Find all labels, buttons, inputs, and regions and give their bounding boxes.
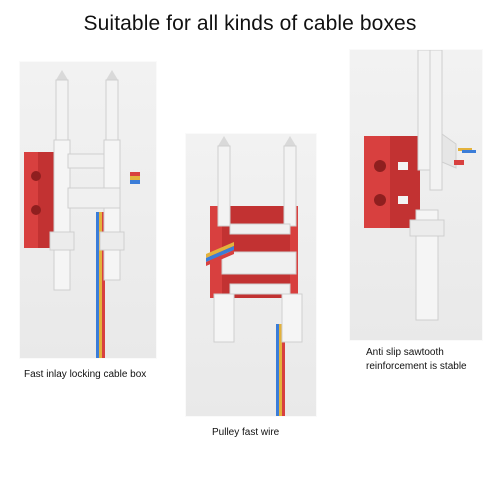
caption-sawtooth-line-1: Anti slip sawtooth [366, 347, 444, 358]
panel-inlay-lock: Fast inlay locking cable box [20, 62, 156, 380]
cable-box-inlay-lock-illustration [24, 70, 140, 358]
wire-bundle [276, 324, 285, 416]
caption-inlay-lock: Fast inlay locking cable box [24, 369, 147, 380]
red-cable-box [364, 136, 420, 228]
left-pin [49, 70, 75, 291]
right-pin [99, 70, 125, 281]
locking-frame [67, 153, 140, 209]
panel-sawtooth-reinforcement: Anti slip sawtooth reinforcement is stab… [350, 50, 482, 372]
sawtooth-reinforcement-illustration [364, 50, 476, 321]
right-pin [281, 136, 303, 343]
pulley-frame [206, 223, 297, 295]
caption-pulley-wire: Pulley fast wire [212, 427, 280, 438]
sawtooth-arm [441, 133, 476, 169]
wire-bundle [96, 212, 105, 358]
left-pin [213, 136, 235, 343]
tool-pins [409, 50, 445, 321]
pulley-fast-wire-illustration [206, 136, 303, 416]
panel-pulley-wire: Pulley fast wire [186, 134, 316, 438]
page-title: Suitable for all kinds of cable boxes [83, 12, 417, 35]
caption-sawtooth-line-2: reinforcement is stable [366, 361, 467, 372]
